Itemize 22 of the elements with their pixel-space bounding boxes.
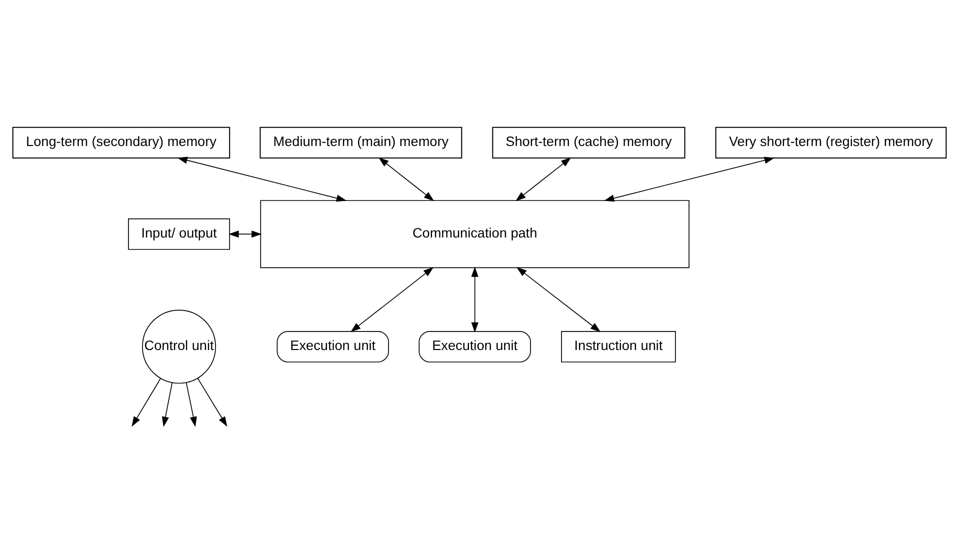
arrow bbox=[378, 156, 434, 201]
arrow bbox=[604, 156, 775, 202]
node-box: Communication path bbox=[260, 200, 690, 268]
node-box: Short-term (cache) memory bbox=[492, 126, 686, 158]
arrow bbox=[197, 377, 228, 426]
node-box: Long-term (secondary) memory bbox=[12, 126, 230, 158]
node-box: Medium-term (main) memory bbox=[260, 126, 462, 158]
node-circle: Control unit bbox=[142, 309, 216, 384]
arrow bbox=[350, 266, 434, 332]
node-box: Very short-term (register) memory bbox=[715, 126, 947, 158]
arrow bbox=[132, 378, 161, 426]
arrow bbox=[471, 266, 478, 332]
arrow bbox=[162, 382, 173, 426]
arrow bbox=[516, 266, 601, 332]
arrow bbox=[516, 156, 572, 201]
node-box: Input/ output bbox=[128, 218, 230, 250]
arrow bbox=[228, 230, 262, 238]
arrow bbox=[186, 382, 197, 426]
node-box: Instruction unit bbox=[561, 330, 676, 362]
node-box: Execution unit bbox=[418, 330, 531, 362]
arrow bbox=[177, 156, 347, 202]
node-box: Execution unit bbox=[276, 330, 389, 362]
